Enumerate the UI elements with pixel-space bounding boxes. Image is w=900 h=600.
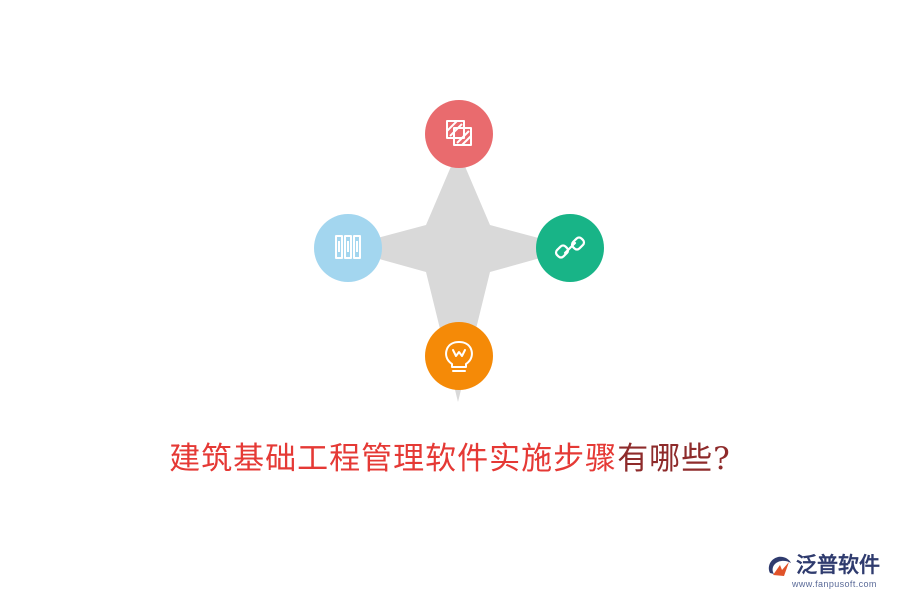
title-tail: 有哪些? (617, 441, 731, 477)
page-title: 建筑基础工程管理软件实施步骤有哪些? (0, 437, 900, 481)
brand-url: www.fanpusoft.com (792, 579, 877, 589)
title-main: 建筑基础工程管理软件实施步骤 (169, 441, 618, 477)
star-connector (340, 150, 576, 402)
brand-mark-icon (768, 556, 791, 576)
node-top (425, 100, 493, 168)
node-right (536, 214, 604, 282)
node-bottom (425, 322, 493, 390)
lightbulb-icon (445, 341, 473, 372)
overlapping-squares-icon (446, 120, 472, 146)
books-icon (335, 235, 361, 259)
link-icon (554, 236, 586, 259)
node-left (314, 214, 382, 282)
brand-name: 泛普软件 (796, 553, 880, 577)
brand-logo: 泛普软件 www.fanpusoft.com (766, 551, 892, 591)
